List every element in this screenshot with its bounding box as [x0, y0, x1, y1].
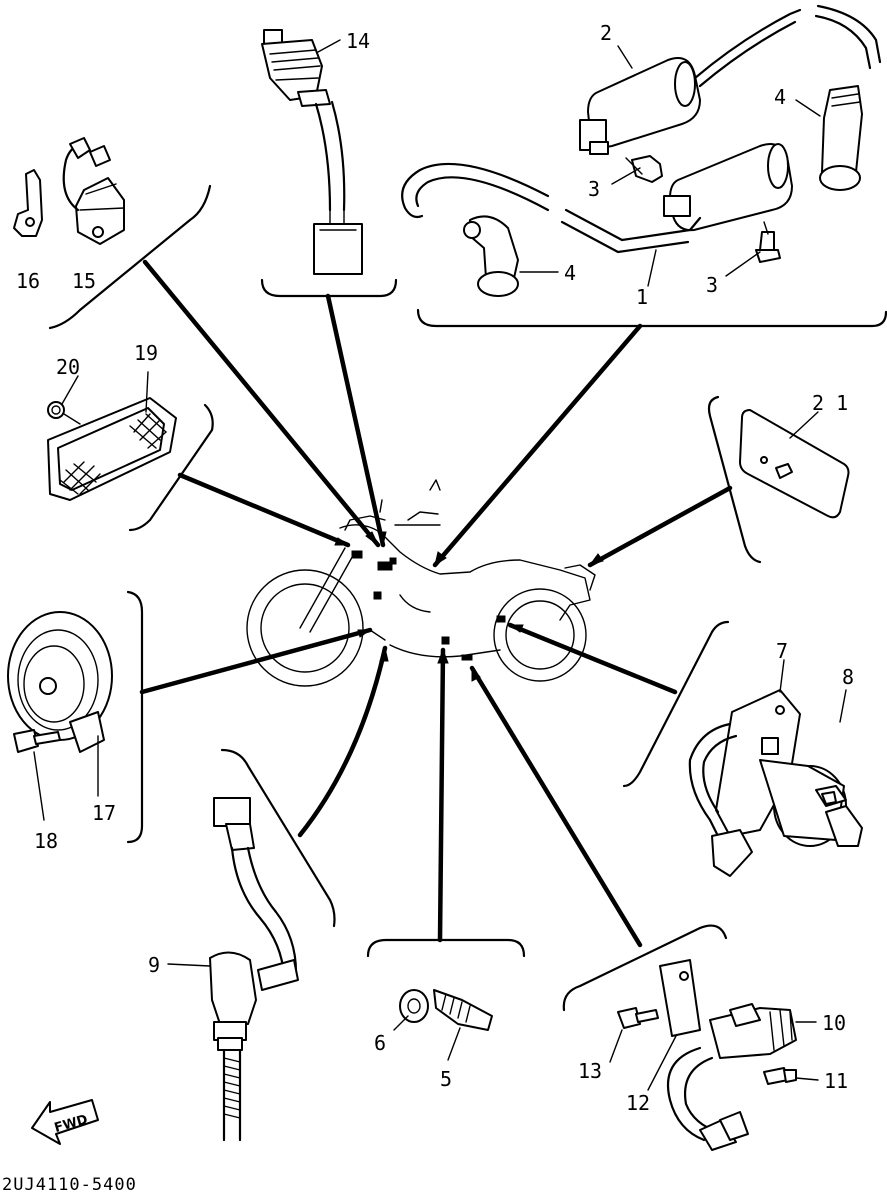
callout-numbers: 2 4 3 4 1 3 14 16 15 20 19 2 1 7 8 17 18… — [16, 21, 854, 1115]
group-brackets — [48, 184, 887, 1012]
callout-4-right: 4 — [774, 85, 786, 109]
callout-20: 20 — [56, 355, 80, 379]
relay-15-and-bracket-16 — [13, 137, 125, 245]
callout-9: 9 — [148, 953, 160, 977]
leader-lines — [139, 259, 733, 948]
callout-15: 15 — [72, 269, 96, 293]
callout-2: 2 — [600, 21, 612, 45]
callout-19: 19 — [134, 341, 158, 365]
diagram-code: 2UJ4110-5400 — [2, 1175, 137, 1194]
callout-12: 12 — [626, 1091, 650, 1115]
starter-relay-7 — [688, 689, 863, 877]
callout-4-lower: 4 — [564, 261, 576, 285]
switch-9 — [209, 797, 299, 1142]
callout-3-lower: 3 — [706, 273, 718, 297]
ignition-coil-assembly — [401, 4, 882, 297]
fwd-arrow: FWD — [31, 1099, 99, 1145]
callout-3-upper: 3 — [588, 177, 600, 201]
callout-14: 14 — [346, 29, 370, 53]
callout-6: 6 — [374, 1031, 386, 1055]
callout-10: 10 — [822, 1011, 846, 1035]
callout-18: 18 — [34, 829, 58, 853]
switch-14 — [261, 29, 363, 275]
switch-assembly-10 — [617, 959, 797, 1151]
callout-7: 7 — [776, 639, 788, 663]
reflector-19 — [47, 397, 177, 501]
callout-13: 13 — [578, 1059, 602, 1083]
callout-16: 16 — [16, 269, 40, 293]
callout-1: 1 — [636, 285, 648, 309]
callout-21: 2 1 — [812, 391, 848, 415]
sender-5-and-washer-6 — [399, 989, 493, 1031]
reflector-21 — [739, 409, 850, 519]
callout-17: 17 — [92, 801, 116, 825]
callout-8: 8 — [842, 665, 854, 689]
callout-leaders — [33, 39, 847, 1091]
callout-5: 5 — [440, 1067, 452, 1091]
callout-11: 11 — [824, 1069, 848, 1093]
motorcycle-silhouette — [246, 479, 596, 687]
horn-17 — [7, 611, 113, 753]
